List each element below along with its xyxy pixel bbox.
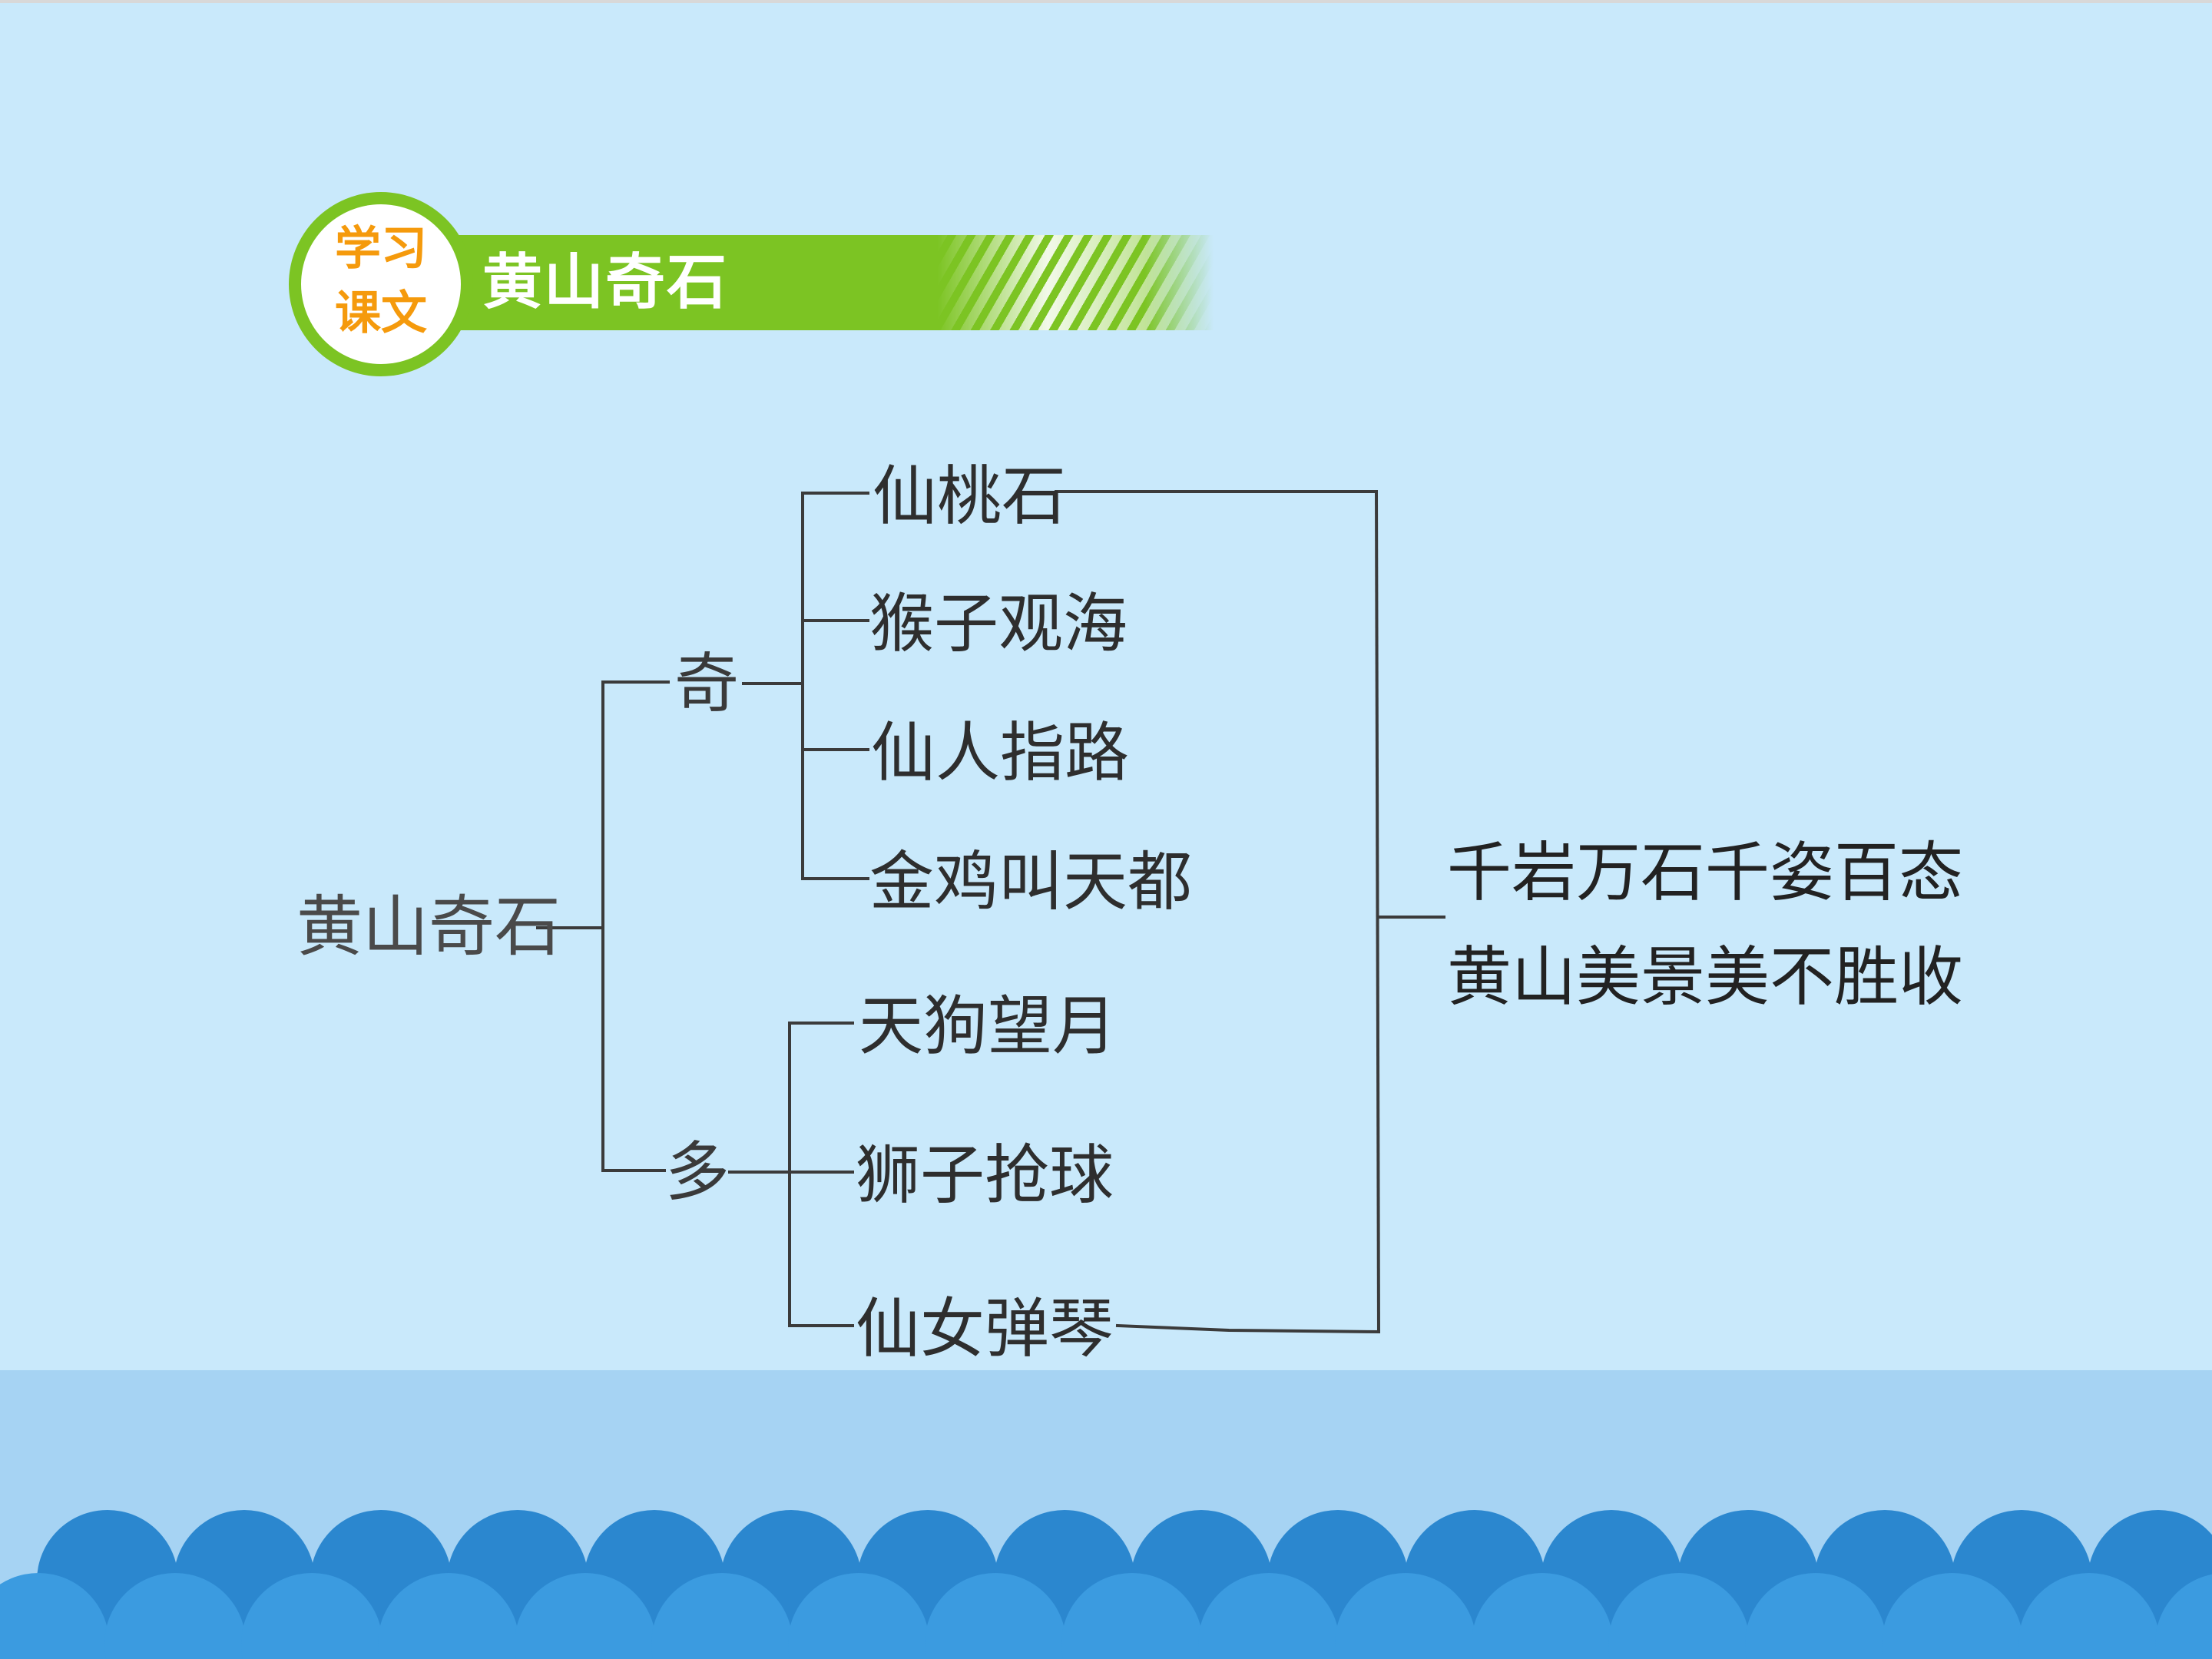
wave-scallop <box>1335 1573 1476 1659</box>
root-node: 黄山奇石 <box>296 889 561 965</box>
leaf-monkey-sea: 猴子观海 <box>869 586 1128 661</box>
wave-scallop <box>651 1573 793 1659</box>
wave-scallop <box>2155 1574 2212 1659</box>
leaf-lion-ball: 狮子抢球 <box>856 1137 1114 1213</box>
branch-qi: 奇 <box>674 646 740 721</box>
lesson-badge-text: 学习 课文 <box>301 217 461 346</box>
wave-scallop <box>515 1573 656 1659</box>
wave-scallop <box>0 1573 109 1659</box>
branch-duo: 多 <box>665 1134 730 1210</box>
lesson-badge-inner <box>301 204 461 364</box>
badge-line-2: 课文 <box>335 286 427 340</box>
wave-scallop <box>925 1573 1066 1659</box>
lesson-title: 黄山奇石 <box>482 248 729 317</box>
wave-scallop <box>104 1573 246 1659</box>
wave-scallop <box>1061 1573 1203 1659</box>
summary-bottom-line <box>1115 1323 1381 1334</box>
title-banner <box>430 235 1214 330</box>
wave-scallop <box>2018 1573 2160 1659</box>
summary-line-2: 黄山美景美不胜收 <box>1447 939 1964 1015</box>
summary-bracket <box>1374 489 1381 1334</box>
wave-scallop <box>378 1573 519 1659</box>
summary-line-1: 千岩万石千姿百态 <box>1447 835 1964 910</box>
wave-scallop <box>1198 1573 1339 1659</box>
wave-scallop <box>1745 1573 1886 1659</box>
badge-line-1: 学习 <box>335 222 427 276</box>
leaf-immortal-road: 仙人指路 <box>871 715 1130 790</box>
wave-scallop <box>241 1573 382 1659</box>
top-border <box>0 0 2212 3</box>
leaf-golden-rooster: 金鸡叫天都 <box>869 844 1193 919</box>
banner-fade <box>1144 235 1214 330</box>
wave-scallop <box>788 1573 929 1659</box>
leaf-fairy-qin: 仙女弹琴 <box>856 1291 1114 1366</box>
wave-scallops <box>0 1510 2212 1659</box>
wave-scallop <box>1882 1573 2023 1659</box>
leaf-xiantao-stone: 仙桃石 <box>873 459 1067 534</box>
wave-scallop <box>1472 1573 1613 1659</box>
leaf-dog-moon: 天狗望月 <box>859 988 1118 1064</box>
wave-scallop <box>1608 1573 1750 1659</box>
